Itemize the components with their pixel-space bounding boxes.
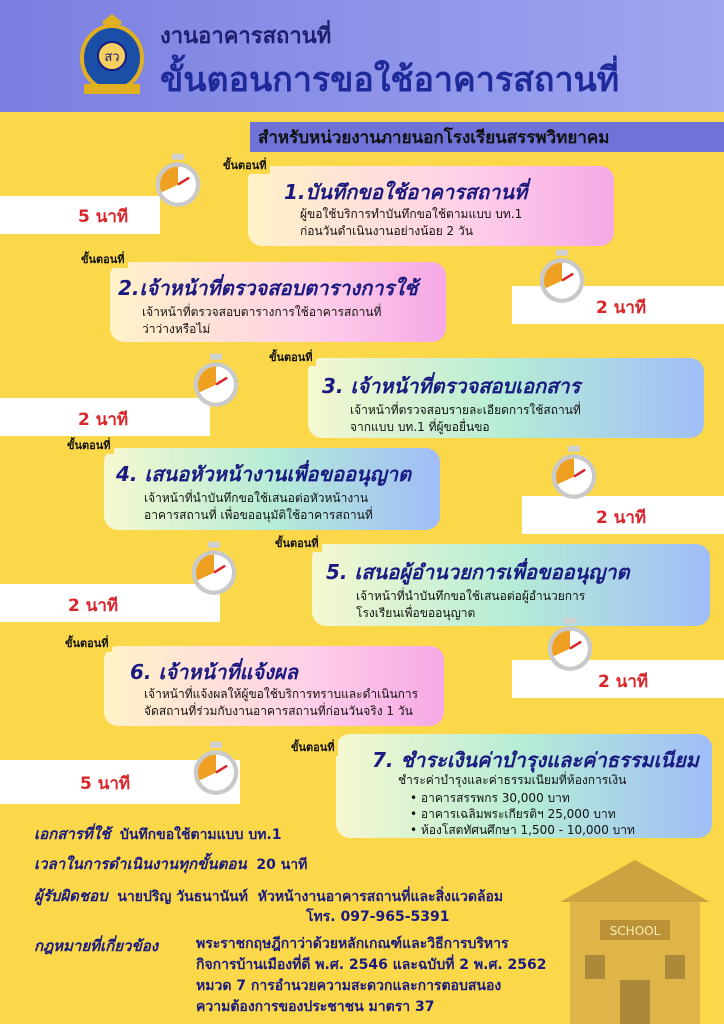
law-label: กฎหมายที่เกี่ยวข้อง bbox=[34, 937, 159, 955]
step-1-title: 1.บันทึกขอใช้อาคารสถานที่ bbox=[284, 180, 528, 204]
stopwatch-icon bbox=[193, 741, 239, 795]
step-6-time: 2 นาที bbox=[598, 672, 649, 692]
phone: โทร. 097-965-5391 bbox=[306, 909, 450, 925]
step-3-title: 3. เจ้าหน้าที่ตรวจสอบเอกสาร bbox=[322, 374, 581, 398]
school-sign: SCHOOL bbox=[610, 924, 661, 938]
step-6-title: 6. เจ้าหน้าที่แจ้งผล bbox=[130, 660, 298, 684]
time-box bbox=[512, 660, 724, 698]
school-emblem-icon: สว bbox=[80, 14, 144, 94]
stopwatch-icon bbox=[155, 153, 201, 207]
step-1-time: 5 นาที bbox=[78, 207, 129, 227]
step-7-desc: ชำระค่าบำรุงและค่าธรรมเนียมที่ห้องการเงิ… bbox=[398, 773, 627, 787]
step-4-card bbox=[104, 448, 440, 530]
step-6-desc: เจ้าหน้าที่แจ้งผลให้ผู้ขอใช้บริการทราบแล… bbox=[144, 687, 419, 718]
step-tag: ขั้นตอนที่ bbox=[272, 534, 322, 552]
stopwatch-icon bbox=[193, 353, 239, 407]
step-7-card bbox=[336, 734, 712, 838]
step-7-time: 5 นาที bbox=[80, 774, 131, 794]
step-2-card bbox=[110, 262, 446, 342]
step-3-desc: เจ้าหน้าที่ตรวจสอบรายละเอียดการใช้สถานที… bbox=[350, 403, 581, 434]
list-item: • อาคารสรรพกร 30,000 บาท bbox=[410, 791, 570, 805]
school-building-icon: SCHOOL bbox=[560, 860, 710, 1024]
responsible-row: ผู้รับผิดชอบ นายปริญ วันธนานันท์ หัวหน้า… bbox=[34, 887, 504, 905]
list-item: • ห้องโสตทัศนศึกษา 1,500 - 10,000 บาท bbox=[410, 823, 635, 837]
step-1-card bbox=[248, 166, 614, 246]
list-item: • อาคารเฉลิมพระเกียรติฯ 25,000 บาท bbox=[410, 807, 616, 821]
step-5-card bbox=[312, 544, 710, 626]
time-box bbox=[0, 398, 210, 436]
stopwatch-icon bbox=[539, 249, 585, 303]
step-tag: ขั้นตอนที่ bbox=[64, 436, 114, 454]
header-subtitle: งานอาคารสถานที่ bbox=[160, 24, 332, 49]
step-2-desc: เจ้าหน้าที่ตรวจสอบตารางการใช้อาคารสถานที… bbox=[142, 305, 382, 336]
step-3-time: 2 นาที bbox=[78, 410, 129, 430]
time-box bbox=[0, 584, 220, 622]
step-4-time: 2 นาที bbox=[596, 508, 647, 528]
step-tag: ขั้นตอนที่ bbox=[78, 250, 128, 268]
step-tag: ขั้นตอนที่ bbox=[288, 738, 338, 756]
step-5-title: 5. เสนอผู้อำนวยการเพื่อขออนุญาต bbox=[326, 560, 630, 584]
step-4-title: 4. เสนอหัวหน้างานเพื่อขออนุญาต bbox=[116, 462, 412, 486]
stopwatch-icon bbox=[551, 445, 597, 499]
audience-bar bbox=[250, 122, 724, 152]
step-6-card bbox=[104, 646, 444, 726]
audience-text: สำหรับหน่วยงานภายนอกโรงเรียนสรรพวิทยาคม bbox=[258, 128, 610, 148]
svg-text:สว: สว bbox=[104, 50, 119, 65]
page-title: ขั้นตอนการขอใช้อาคารสถานที่ bbox=[160, 60, 620, 100]
time-box bbox=[522, 496, 724, 534]
step-5-time: 2 นาที bbox=[68, 596, 119, 616]
fee-list: • อาคารสรรพกร 30,000 บาท • อาคารเฉลิมพระ… bbox=[410, 790, 635, 838]
step-7-title: 7. ชำระเงินค่าบำรุงและค่าธรรมเนียม bbox=[372, 748, 699, 772]
doc-row: เอกสารที่ใช้ บันทึกขอใช้ตามแบบ บท.1 bbox=[34, 825, 282, 843]
step-tag: ขั้นตอนที่ bbox=[266, 348, 316, 366]
law-text: พระราชกฤษฎีกาว่าด้วยหลักเกณฑ์และวิธีการบ… bbox=[196, 936, 547, 1015]
step-5-desc: เจ้าหน้าที่นำบันทึกขอใช้เสนอต่อผู้อำนวยก… bbox=[356, 589, 586, 620]
step-2-title: 2.เจ้าหน้าที่ตรวจสอบตารางการใช้ bbox=[118, 276, 418, 300]
step-2-time: 2 นาที bbox=[596, 298, 647, 318]
step-3-card bbox=[308, 358, 704, 438]
stopwatch-icon bbox=[191, 541, 237, 595]
step-4-desc: เจ้าหน้าที่นำบันทึกขอใช้เสนอต่อหัวหน้างา… bbox=[144, 491, 373, 522]
time-box bbox=[0, 196, 160, 234]
duration-row: เวลาในการดำเนินงานทุกขั้นตอน 20 นาที bbox=[34, 855, 308, 873]
stopwatch-icon bbox=[547, 617, 593, 671]
step-tag: ขั้นตอนที่ bbox=[62, 634, 112, 652]
step-tag: ขั้นตอนที่ bbox=[220, 156, 270, 174]
